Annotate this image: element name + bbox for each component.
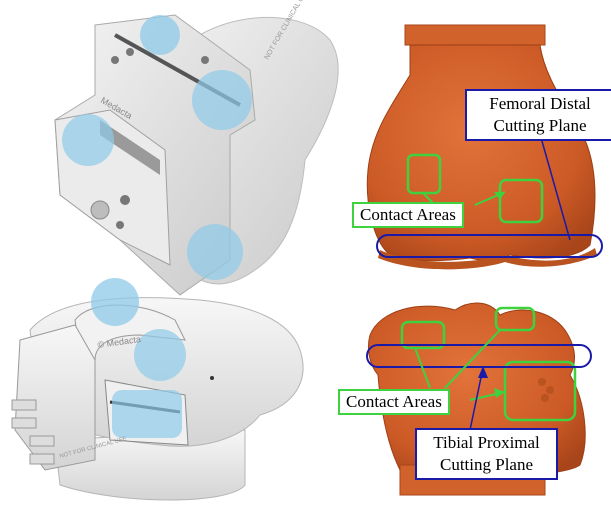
tibia-jig-peg xyxy=(30,436,54,446)
femur-bone-render xyxy=(367,25,602,269)
femur-bone-cut-cap xyxy=(405,25,545,45)
tibia-jig-contact-blob xyxy=(134,329,186,381)
tibia-jig-marker xyxy=(210,376,214,380)
tibia-contact-bump xyxy=(538,378,546,386)
tibia-plane-label-line2: Cutting Plane xyxy=(423,454,550,476)
femur-jig-hole xyxy=(126,48,134,56)
femur-contact-areas-label: Contact Areas xyxy=(352,202,464,228)
tibia-jig-peg xyxy=(12,418,36,428)
femur-cutting-plane-label: Femoral Distal Cutting Plane xyxy=(465,89,611,141)
femur-jig-contact-blob xyxy=(192,70,252,130)
tibia-jig-peg xyxy=(30,454,54,464)
femur-jig-hole xyxy=(201,56,209,64)
tibia-cutting-plane-label: Tibial Proximal Cutting Plane xyxy=(415,428,558,480)
femur-jig-render: Medacta NOT FOR CLINICAL USE xyxy=(55,0,338,295)
tibia-jig-contact-blob xyxy=(91,278,139,326)
tibia-jig-render: © Medacta NOT FOR CLINICAL USE xyxy=(12,278,303,500)
femur-jig-contact-blob xyxy=(140,15,180,55)
tibia-jig-peg xyxy=(12,400,36,410)
tibia-contact-bump xyxy=(541,394,549,402)
femur-jig-contact-blob xyxy=(62,114,114,166)
femur-jig-hole xyxy=(116,221,124,229)
femur-jig-hole xyxy=(111,56,119,64)
tibia-contact-areas-label: Contact Areas xyxy=(338,389,450,415)
tibia-jig-contact-pad xyxy=(112,390,182,438)
femur-plane-label-line2: Cutting Plane xyxy=(473,115,607,137)
femur-plane-label-line1: Femoral Distal xyxy=(473,93,607,115)
femur-bone-body xyxy=(367,45,595,261)
femur-jig-hole xyxy=(91,201,109,219)
tibia-contact-bump xyxy=(546,386,554,394)
femur-jig-hole xyxy=(120,195,130,205)
femur-jig-contact-blob xyxy=(187,224,243,280)
tibia-plane-label-line1: Tibial Proximal xyxy=(423,432,550,454)
